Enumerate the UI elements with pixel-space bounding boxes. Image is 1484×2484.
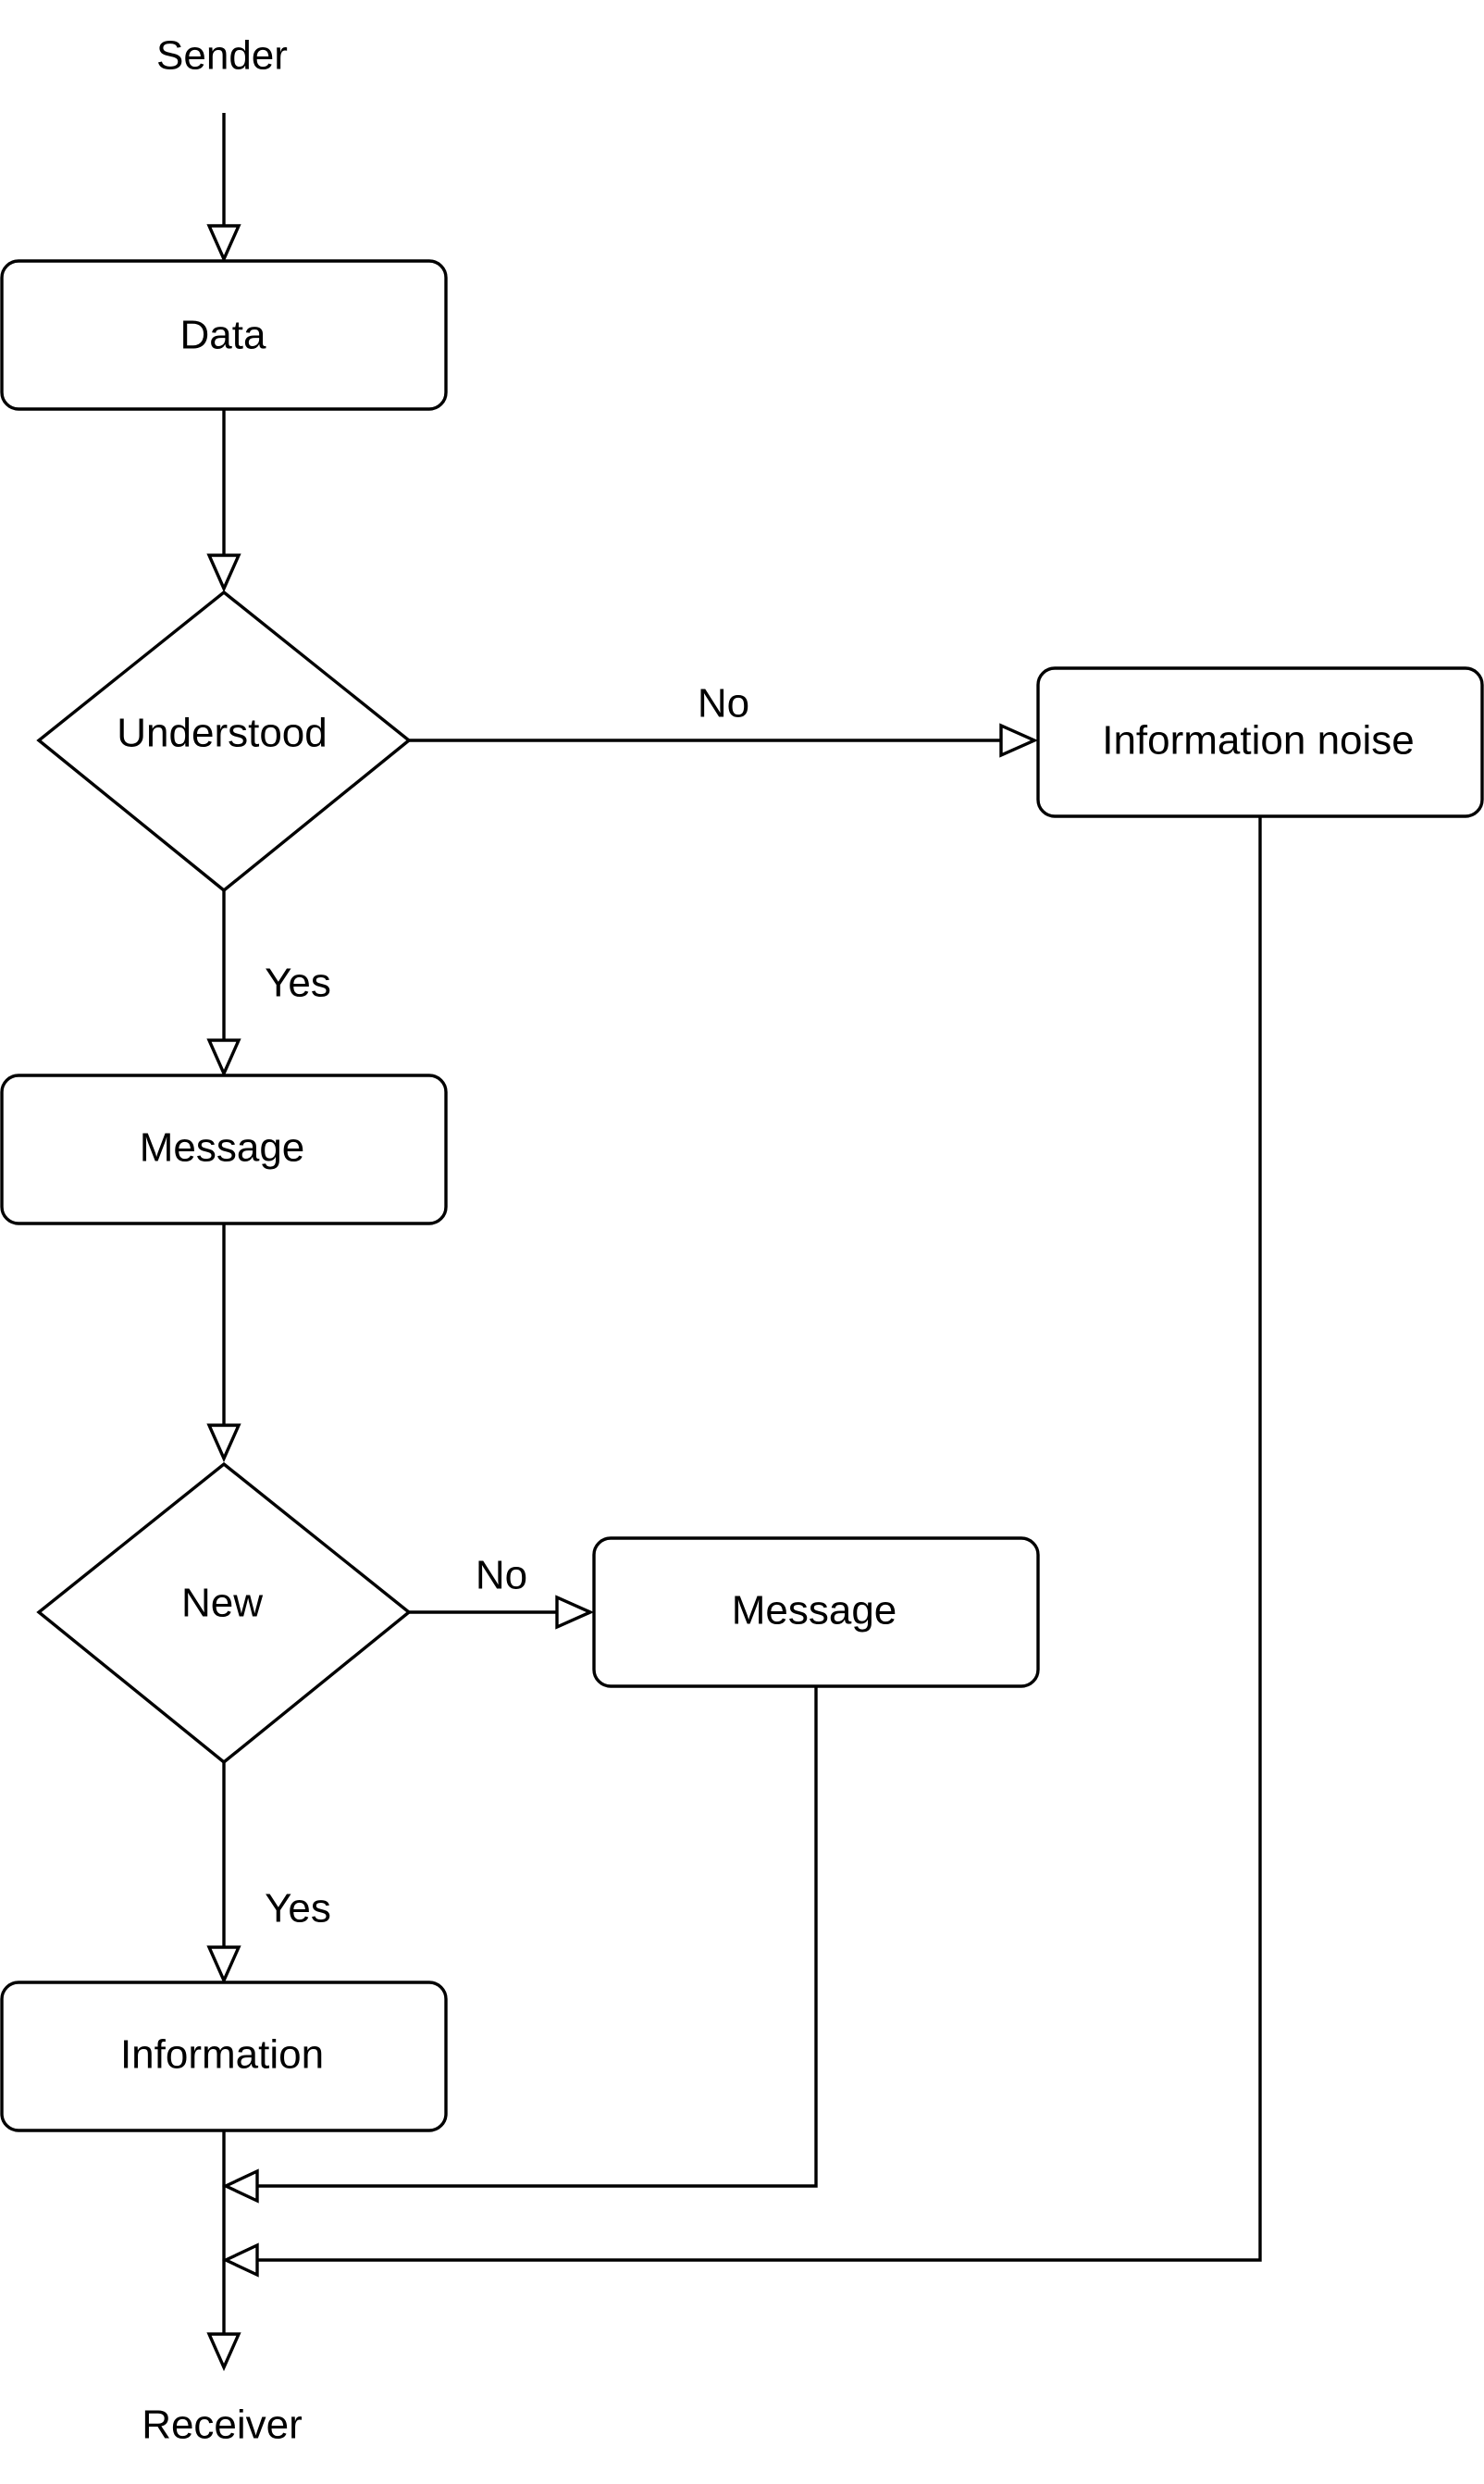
message-node-2-label: Message <box>732 1588 897 1633</box>
edge-label-understood-no: No <box>698 681 749 727</box>
arrowhead-merge-noise <box>222 2242 259 2278</box>
arrowhead-new <box>206 1423 241 1463</box>
arrowhead-understood <box>206 553 241 593</box>
arrowhead-merge-message-2 <box>222 2168 259 2204</box>
message-node-2 <box>592 1536 1040 1688</box>
arrowhead-receiver <box>206 2332 241 2372</box>
sender-label: Sender <box>156 33 288 79</box>
data-node <box>0 259 448 411</box>
edge-label-new-no: No <box>476 1553 527 1598</box>
edge-noise-to-receiver <box>250 816 1262 2262</box>
information-noise-node <box>1036 666 1484 818</box>
arrowhead-message-2 <box>555 1595 595 1630</box>
arrowhead-information <box>206 1945 241 1985</box>
understood-decision <box>36 590 412 893</box>
arrowhead-noise <box>999 723 1039 758</box>
new-decision <box>36 1461 412 1765</box>
receiver-label: Receiver <box>142 2403 303 2448</box>
edge-message-2-to-receiver <box>250 1686 818 2188</box>
arrowhead-message <box>206 1038 241 1078</box>
information-node <box>0 1981 448 2132</box>
arrowhead-data <box>206 224 241 264</box>
information-node-label: Information <box>120 2032 324 2078</box>
data-node-label: Data <box>180 313 266 358</box>
edge-label-new-yes: Yes <box>265 1886 331 1931</box>
information-noise-node-label: Information noise <box>1102 718 1415 764</box>
new-decision-label: New <box>181 1581 263 1626</box>
message-node <box>0 1074 448 1225</box>
understood-decision-label: Understood <box>117 711 327 756</box>
edge-label-understood-yes: Yes <box>265 961 331 1006</box>
message-node-label: Message <box>140 1125 305 1171</box>
